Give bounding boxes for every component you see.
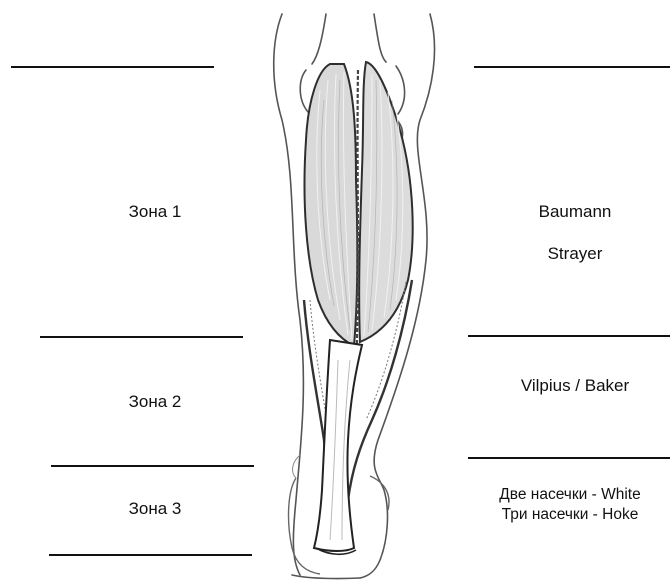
calf-muscle-illustration [0,0,670,581]
diagram-canvas: Зона 1 Зона 2 Зона 3 Baumann Strayer Vil… [0,0,670,581]
